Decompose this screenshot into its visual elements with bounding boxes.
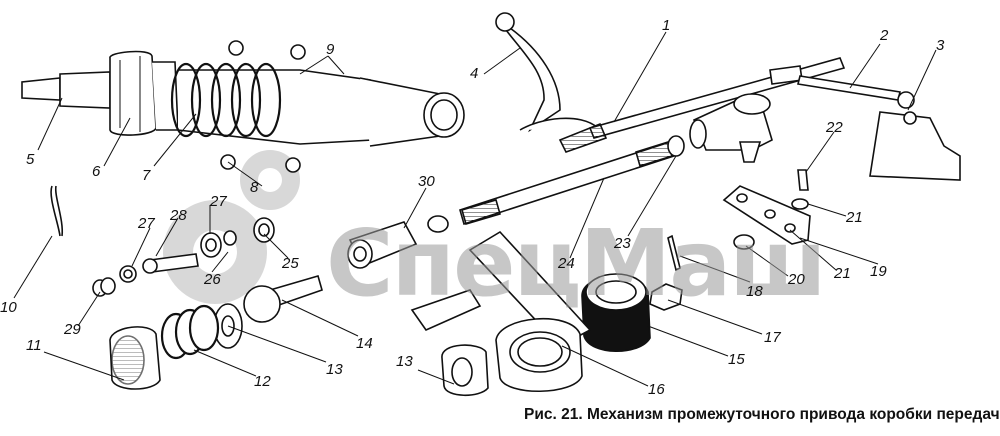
callout-29: 29 (64, 321, 81, 338)
callout-12: 12 (254, 373, 271, 390)
callout-27-b: 27 (210, 193, 227, 210)
callout-19: 19 (870, 263, 887, 280)
lever-16 (410, 230, 592, 393)
callout-10: 10 (0, 299, 17, 316)
callout-1: 1 (662, 17, 671, 34)
callout-9: 9 (326, 41, 335, 58)
callout-14: 14 (356, 335, 373, 352)
callout-21-a: 21 (846, 209, 863, 226)
callout-2: 2 (880, 27, 889, 44)
callout-17: 17 (764, 329, 781, 346)
callout-27-a: 27 (138, 215, 155, 232)
callout-25: 25 (282, 255, 299, 272)
plate-and-fasteners-right (649, 169, 811, 311)
callout-18: 18 (746, 283, 763, 300)
ball-parts (220, 40, 306, 173)
callout-15: 15 (728, 351, 745, 368)
figure-caption: Рис. 21. Механизм промежуточного привода… (524, 406, 1000, 423)
callout-28: 28 (170, 207, 187, 224)
callout-13-a: 13 (326, 361, 343, 378)
callout-7: 7 (142, 167, 151, 184)
elbow-joint (689, 93, 773, 163)
rod-end-30 (347, 215, 449, 269)
callout-11: 11 (26, 337, 42, 354)
callout-22: 22 (826, 119, 843, 136)
washers (213, 303, 489, 397)
threaded-rod-24 (459, 135, 685, 226)
callout-16: 16 (648, 381, 665, 398)
cotter-pin (50, 185, 64, 237)
shaft-assembly (21, 50, 465, 147)
callout-13-b: 13 (396, 353, 413, 370)
callout-6: 6 (92, 163, 101, 180)
ball-pin (243, 275, 323, 323)
callout-23: 23 (614, 235, 631, 252)
callout-4: 4 (470, 65, 479, 82)
callout-8: 8 (250, 179, 259, 196)
callout-20: 20 (788, 271, 805, 288)
callout-30: 30 (418, 173, 435, 190)
callout-24: 24 (558, 255, 575, 272)
upper-linkage (495, 12, 961, 181)
callout-3: 3 (936, 37, 945, 54)
callout-21-b: 21 (834, 265, 851, 282)
callout-26: 26 (204, 271, 221, 288)
leader-lines (13, 31, 937, 387)
small-fasteners-left (92, 217, 275, 297)
callout-5: 5 (26, 151, 35, 168)
spring-and-sleeve (109, 304, 220, 390)
